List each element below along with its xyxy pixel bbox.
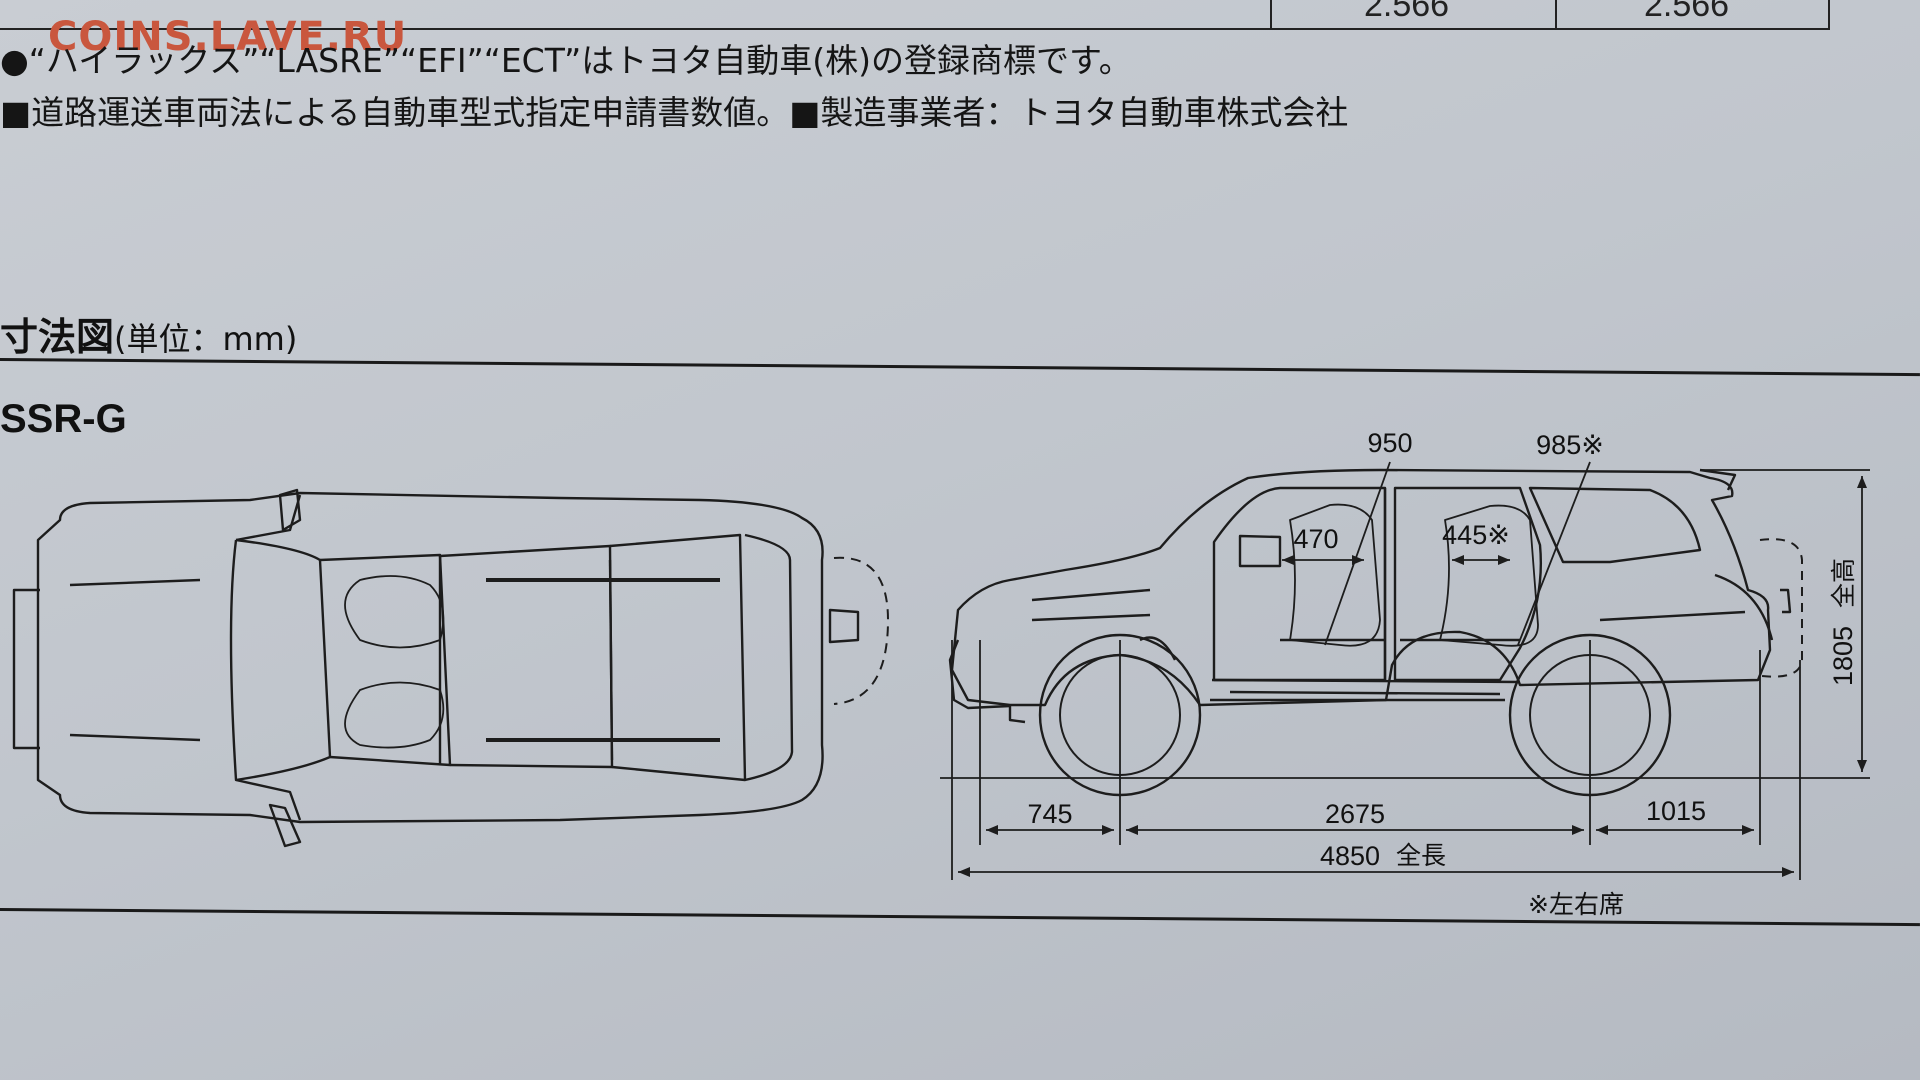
spec-cell: 2.566	[1364, 0, 1450, 24]
model-name: SSR-G	[0, 397, 127, 441]
height-label: 1805	[1828, 626, 1858, 686]
top-view-car	[12, 488, 889, 848]
table-divider	[1555, 0, 1557, 30]
spec-table: 2.566 2.566	[0, 0, 1840, 30]
seat-footnote: ※左右席	[1528, 890, 1624, 919]
section-title-text: 寸法図	[0, 315, 115, 359]
overall-length-caption: 全長	[1396, 841, 1446, 870]
height-caption: 全高	[1829, 558, 1858, 608]
section-title: 寸法図(単位：mm)	[0, 306, 297, 361]
front-headroom-label: 950	[1367, 428, 1412, 458]
front-seat-label: 470	[1293, 524, 1338, 554]
rear-overhang-label: 1015	[1646, 796, 1706, 826]
spec-cell: 2.566	[1644, 0, 1730, 24]
rear-headroom-label: 985※	[1536, 430, 1604, 460]
trademark-note: ●“ハイラックス”“LASRE”“EFI”“ECT”はトヨタ自動車(株)の登録商…	[0, 41, 1132, 80]
overall-length-label: 4850	[1320, 841, 1380, 871]
table-divider	[1828, 0, 1830, 30]
regulation-note: ■道路運送車両法による自動車型式指定申請書数値。■製造事業者：トヨタ自動車株式会…	[0, 93, 1349, 132]
section-unit: (単位：mm)	[114, 320, 298, 358]
side-view-car	[948, 468, 1803, 797]
front-overhang-label: 745	[1027, 799, 1072, 829]
rear-seat-label: 445※	[1442, 520, 1510, 550]
table-bottom-line	[0, 28, 1830, 30]
watermark: COINS.LAVE.RU	[48, 14, 408, 60]
table-divider	[1270, 0, 1272, 30]
dimension-arrows	[958, 476, 1867, 877]
wheelbase-label: 2675	[1325, 799, 1385, 829]
